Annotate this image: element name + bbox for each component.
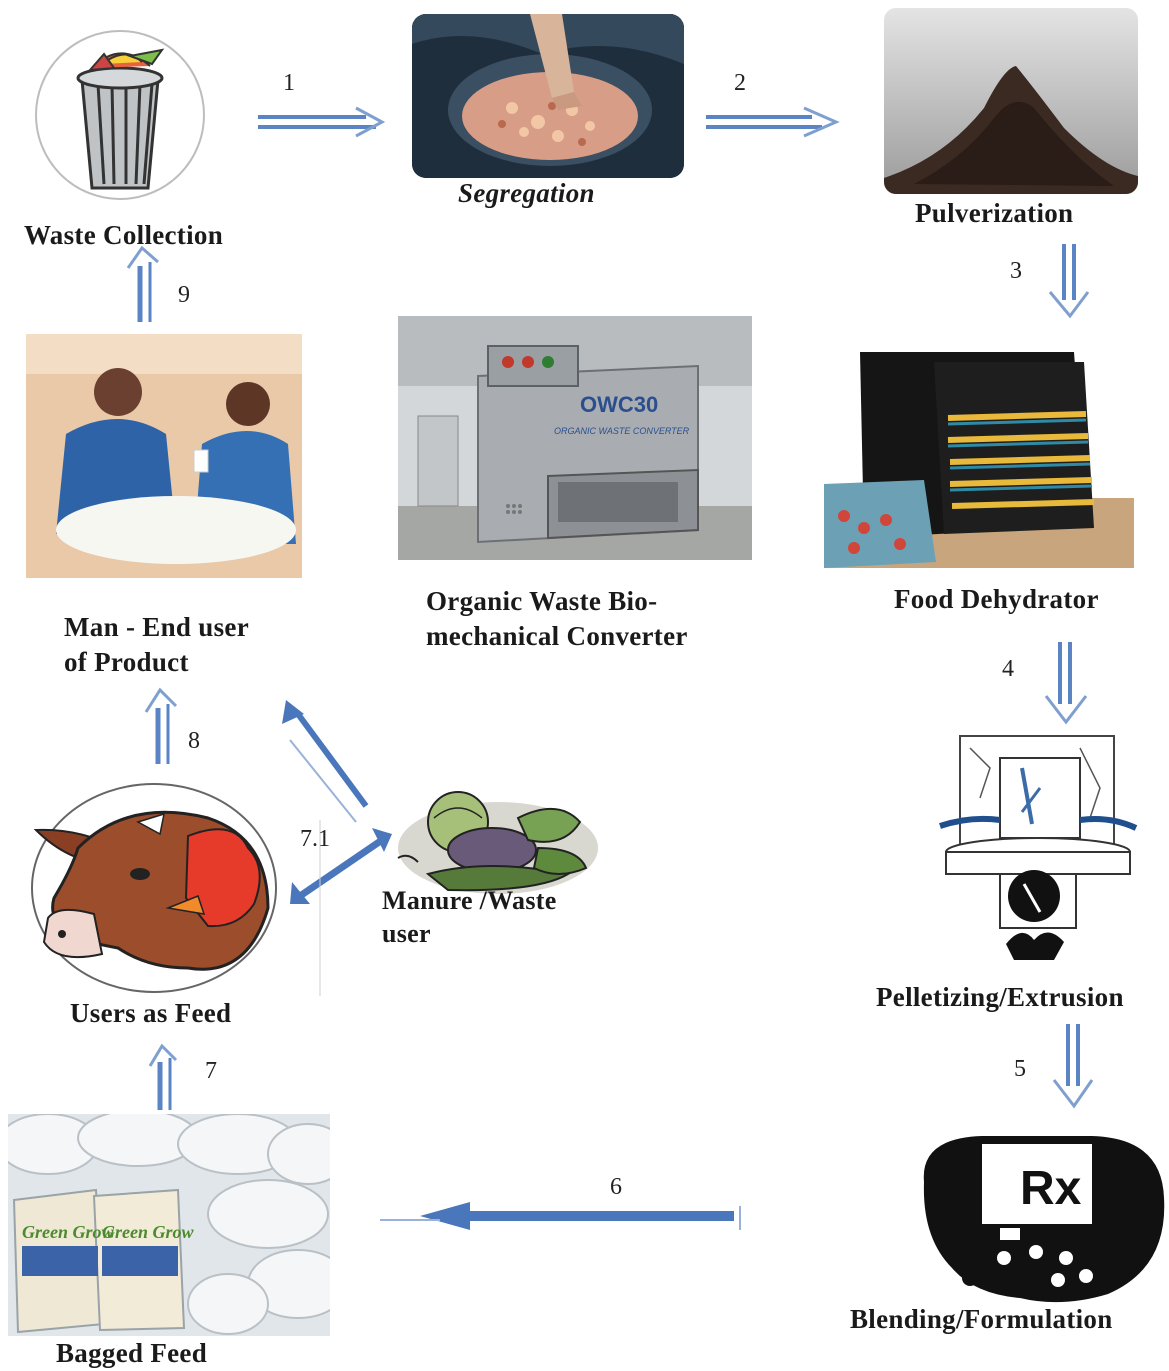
label-waste-collection: Waste Collection	[24, 220, 224, 250]
label-pelletizing: Pelletizing/Extrusion	[876, 982, 1124, 1012]
pelletizer-picture	[930, 728, 1150, 976]
step-number-6: 6	[610, 1174, 622, 1200]
arrow-step-5	[1052, 1024, 1094, 1109]
label-bagged-feed: Bagged Feed	[56, 1338, 208, 1368]
machine-model-text: OWC30	[580, 392, 658, 417]
label-manure-line2: user	[382, 919, 431, 948]
converter-machine-photo: OWC30 ORGANIC WASTE CONVERTER	[398, 316, 752, 560]
step-number-7: 7	[205, 1058, 217, 1084]
bag-brand-text-2: Green Grow	[102, 1222, 194, 1242]
arrow-step-8	[144, 687, 178, 764]
blending-rx-picture: Rx	[912, 1118, 1168, 1306]
label-segregation: Segregation	[458, 178, 595, 208]
cow-picture	[18, 778, 288, 996]
step-number-3: 3	[1010, 258, 1022, 284]
arrow-step-3	[1048, 244, 1090, 319]
step-number-5: 5	[1014, 1056, 1026, 1082]
pulverization-photo	[884, 8, 1138, 194]
label-manure-user: Manure /Waste user	[382, 884, 557, 950]
machine-caption-text: ORGANIC WASTE CONVERTER	[554, 426, 690, 436]
vegetables-picture	[388, 778, 600, 900]
bag-brand-text-1: Green Grow	[22, 1222, 114, 1242]
arrow-step-7	[148, 1043, 178, 1110]
step-number-9: 9	[178, 282, 190, 308]
label-end-user-line2: of Product	[64, 647, 189, 677]
label-converter-line2: mechanical Converter	[426, 621, 688, 651]
bagged-feed-photo: Green Grow Green Grow	[8, 1114, 330, 1336]
step-number-2: 2	[734, 70, 746, 96]
label-converter-line1: Organic Waste Bio-	[426, 586, 658, 616]
label-food-dehydrator: Food Dehydrator	[894, 584, 1099, 614]
arrow-step-7-1	[290, 828, 392, 904]
label-end-user: Man - End user of Product	[64, 610, 249, 680]
rx-text: Rx	[1020, 1162, 1082, 1215]
arrow-step-1	[258, 106, 386, 138]
step-number-7-1: 7.1	[300, 826, 330, 852]
step-number-1: 1	[283, 70, 295, 96]
food-dehydrator-photo	[824, 348, 1134, 570]
label-end-user-line1: Man - End user	[64, 612, 249, 642]
label-manure-line1: Manure /Waste	[382, 886, 557, 915]
end-user-photo	[26, 334, 302, 578]
label-pulverization: Pulverization	[915, 198, 1074, 228]
arrow-step-4	[1044, 642, 1088, 725]
arrow-manure-to-end-user	[282, 700, 369, 823]
step-number-8: 8	[188, 728, 200, 754]
arrow-step-6	[380, 1202, 741, 1230]
label-blending: Blending/Formulation	[850, 1304, 1113, 1334]
segregation-photo	[412, 14, 684, 178]
waste-bin-picture	[30, 20, 210, 210]
arrow-step-9	[126, 245, 159, 322]
label-users-as-feed: Users as Feed	[70, 998, 232, 1028]
label-converter: Organic Waste Bio- mechanical Converter	[426, 584, 688, 654]
arrow-step-2	[706, 106, 840, 138]
step-number-4: 4	[1002, 656, 1014, 682]
